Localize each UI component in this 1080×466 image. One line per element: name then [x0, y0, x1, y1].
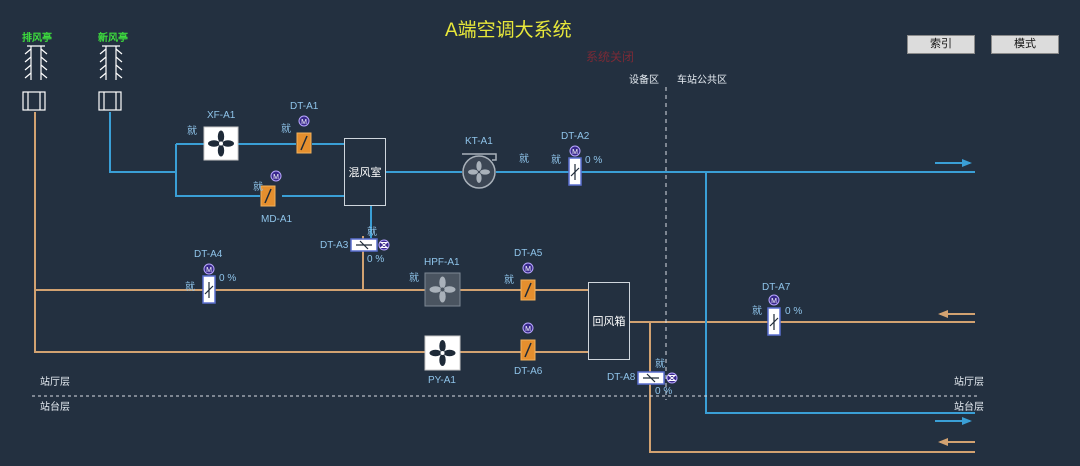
- dt-a5-label: DT-A5: [514, 248, 543, 259]
- md-a1-label: MD-A1: [261, 214, 293, 225]
- public-zone-label: 车站公共区: [677, 75, 727, 86]
- hall-floor-label-left: 站厅层: [40, 377, 70, 388]
- dt-a8-label: DT-A8: [607, 372, 636, 383]
- dt-a2-damper-icon[interactable]: [568, 145, 582, 186]
- page-title: A端空调大系统: [445, 20, 572, 41]
- py-a1-label: PY-A1: [428, 375, 456, 386]
- return-air-box[interactable]: 回风箱: [588, 282, 630, 360]
- dt-a3-damper-icon[interactable]: [350, 238, 390, 252]
- dt-a7-label: DT-A7: [762, 282, 791, 293]
- dt-a7-value: 0 %: [785, 306, 803, 317]
- dt-a2-status: 就: [551, 155, 561, 166]
- dt-a4-label: DT-A4: [194, 249, 223, 260]
- platform-floor-label-left: 站台层: [40, 402, 70, 413]
- dt-a5-status: 就: [504, 275, 514, 286]
- dt-a3-status: 就: [367, 227, 377, 238]
- dt-a1-damper-icon[interactable]: [296, 115, 312, 154]
- dt-a4-status: 就: [185, 282, 195, 293]
- equipment-zone-label: 设备区: [629, 75, 659, 86]
- hpf-a1-label: HPF-A1: [424, 257, 460, 268]
- xf-a1-fan-icon[interactable]: [203, 126, 239, 161]
- dt-a5-damper-icon[interactable]: [520, 262, 536, 301]
- index-button[interactable]: 索引: [907, 35, 975, 54]
- fresh-air-vent-icon[interactable]: [98, 45, 123, 111]
- flow-arrows: [935, 159, 975, 446]
- dt-a8-status: 就: [655, 359, 665, 370]
- dt-a1-label: DT-A1: [290, 101, 319, 112]
- xf-a1-label: XF-A1: [207, 110, 236, 121]
- hpf-a1-fan-icon[interactable]: [424, 272, 461, 307]
- dt-a2-label: DT-A2: [561, 131, 590, 142]
- dt-a3-value: 0 %: [367, 254, 385, 265]
- fresh-vent-label: 新风亭: [98, 33, 128, 44]
- dt-a4-value: 0 %: [219, 273, 237, 284]
- kt-a1-label: KT-A1: [465, 136, 493, 147]
- mixing-chamber[interactable]: 混风室: [344, 138, 386, 206]
- exhaust-vent-icon[interactable]: [22, 45, 48, 111]
- md-a1-damper-icon[interactable]: [260, 170, 282, 207]
- kt-a1-ahu-icon[interactable]: [462, 153, 497, 189]
- dt-a3-label: DT-A3: [320, 240, 349, 251]
- dt-a4-damper-icon[interactable]: [202, 263, 216, 304]
- kt-a1-status: 就: [519, 154, 529, 165]
- dt-a1-status: 就: [281, 124, 291, 135]
- exhaust-vent-label: 排风亭: [22, 33, 52, 44]
- py-a1-fan-icon[interactable]: [424, 335, 461, 371]
- return-ducts: [34, 112, 975, 453]
- dt-a2-value: 0 %: [585, 155, 603, 166]
- mode-button[interactable]: 模式: [991, 35, 1059, 54]
- xf-a1-status: 就: [187, 126, 197, 137]
- dt-a8-value: 0 %: [655, 386, 673, 397]
- hall-floor-label-right: 站厅层: [954, 377, 984, 388]
- hpf-a1-status: 就: [409, 273, 419, 284]
- dt-a8-damper-icon[interactable]: [637, 371, 678, 385]
- system-status-text: 系统关闭: [586, 50, 635, 64]
- dt-a6-damper-icon[interactable]: [520, 322, 536, 361]
- supply-ducts: [109, 112, 975, 414]
- dt-a7-damper-icon[interactable]: [767, 294, 781, 336]
- md-a1-status: 就: [253, 182, 263, 193]
- dt-a6-label: DT-A6: [514, 366, 543, 377]
- platform-floor-label-right: 站台层: [954, 402, 984, 413]
- dt-a7-status: 就: [752, 306, 762, 317]
